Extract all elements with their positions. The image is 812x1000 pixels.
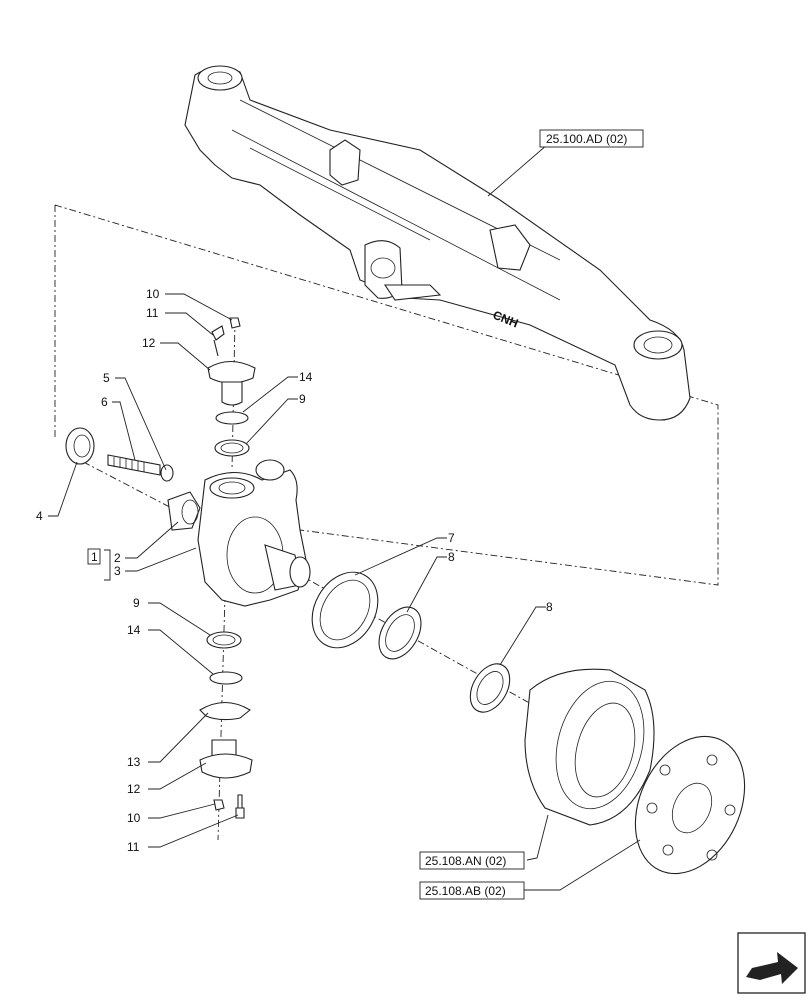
callout-8-second: 8 [546, 600, 553, 614]
ref-hub-housing[interactable]: 25.108.AN (02) [425, 854, 506, 868]
callout-14-lower: 14 [127, 623, 141, 637]
callout-10-upper: 10 [146, 287, 160, 301]
nut-10-lower [213, 799, 225, 811]
ring-14-lower [209, 671, 243, 685]
ring-14-upper [215, 411, 249, 425]
axle-beam: CNH [184, 65, 691, 421]
callout-labels: 10 11 12 14 9 5 6 4 2 3 1 7 8 8 9 14 13 … [36, 287, 553, 854]
hub-flange [634, 735, 746, 875]
callout-1-box [87, 548, 101, 565]
reference-labels: 25.100.AD (02) 25.108.AN (02) 25.108.AB … [419, 129, 644, 900]
next-page-arrow-icon[interactable] [737, 932, 806, 994]
callout-6: 6 [101, 395, 108, 409]
callout-8-first: 8 [448, 550, 455, 564]
callout-3: 3 [114, 564, 121, 578]
callout-9-lower: 9 [133, 596, 140, 610]
callout-13: 13 [127, 755, 141, 769]
ref-hub-flange[interactable]: 25.108.AB (02) [425, 884, 506, 898]
pin-6 [107, 454, 161, 476]
spindle-bearings [311, 571, 511, 713]
nut-5 [160, 464, 174, 482]
bearing-9-upper [214, 439, 250, 457]
bushing-2 [167, 491, 201, 531]
callout-10-lower: 10 [127, 811, 141, 825]
callout-12-upper: 12 [142, 336, 156, 350]
callout-9-upper: 9 [299, 392, 306, 406]
callout-4: 4 [36, 509, 43, 523]
callout-11-upper: 11 [146, 306, 159, 320]
ref-axle-beam[interactable]: 25.100.AD (02) [546, 132, 627, 146]
callout-1: 1 [91, 550, 98, 564]
cap-12-upper [207, 360, 256, 384]
callout-7: 7 [448, 531, 455, 545]
hub-assembly [524, 668, 746, 875]
lower-pin-parts [199, 631, 253, 819]
callout-11-lower: 11 [127, 840, 140, 854]
bearing-8b [469, 663, 511, 713]
hub-housing [524, 668, 655, 826]
callout-14-upper: 14 [299, 370, 313, 384]
left-parts [65, 427, 201, 531]
nut-10-upper [229, 317, 241, 329]
upper-pin-parts [207, 317, 256, 457]
bearing-8a [378, 606, 422, 660]
shim-13 [199, 701, 251, 721]
steering-knuckle [197, 459, 311, 607]
seal-7 [311, 571, 379, 649]
bolt-11-upper [211, 325, 225, 341]
callout-2: 2 [114, 551, 121, 565]
callout-5: 5 [103, 371, 110, 385]
callout-12-lower: 12 [127, 782, 141, 796]
bearing-9-lower [206, 631, 242, 649]
cap-12-lower [199, 753, 253, 779]
bolt-11-lower [235, 794, 245, 819]
leader-lines [48, 137, 641, 891]
